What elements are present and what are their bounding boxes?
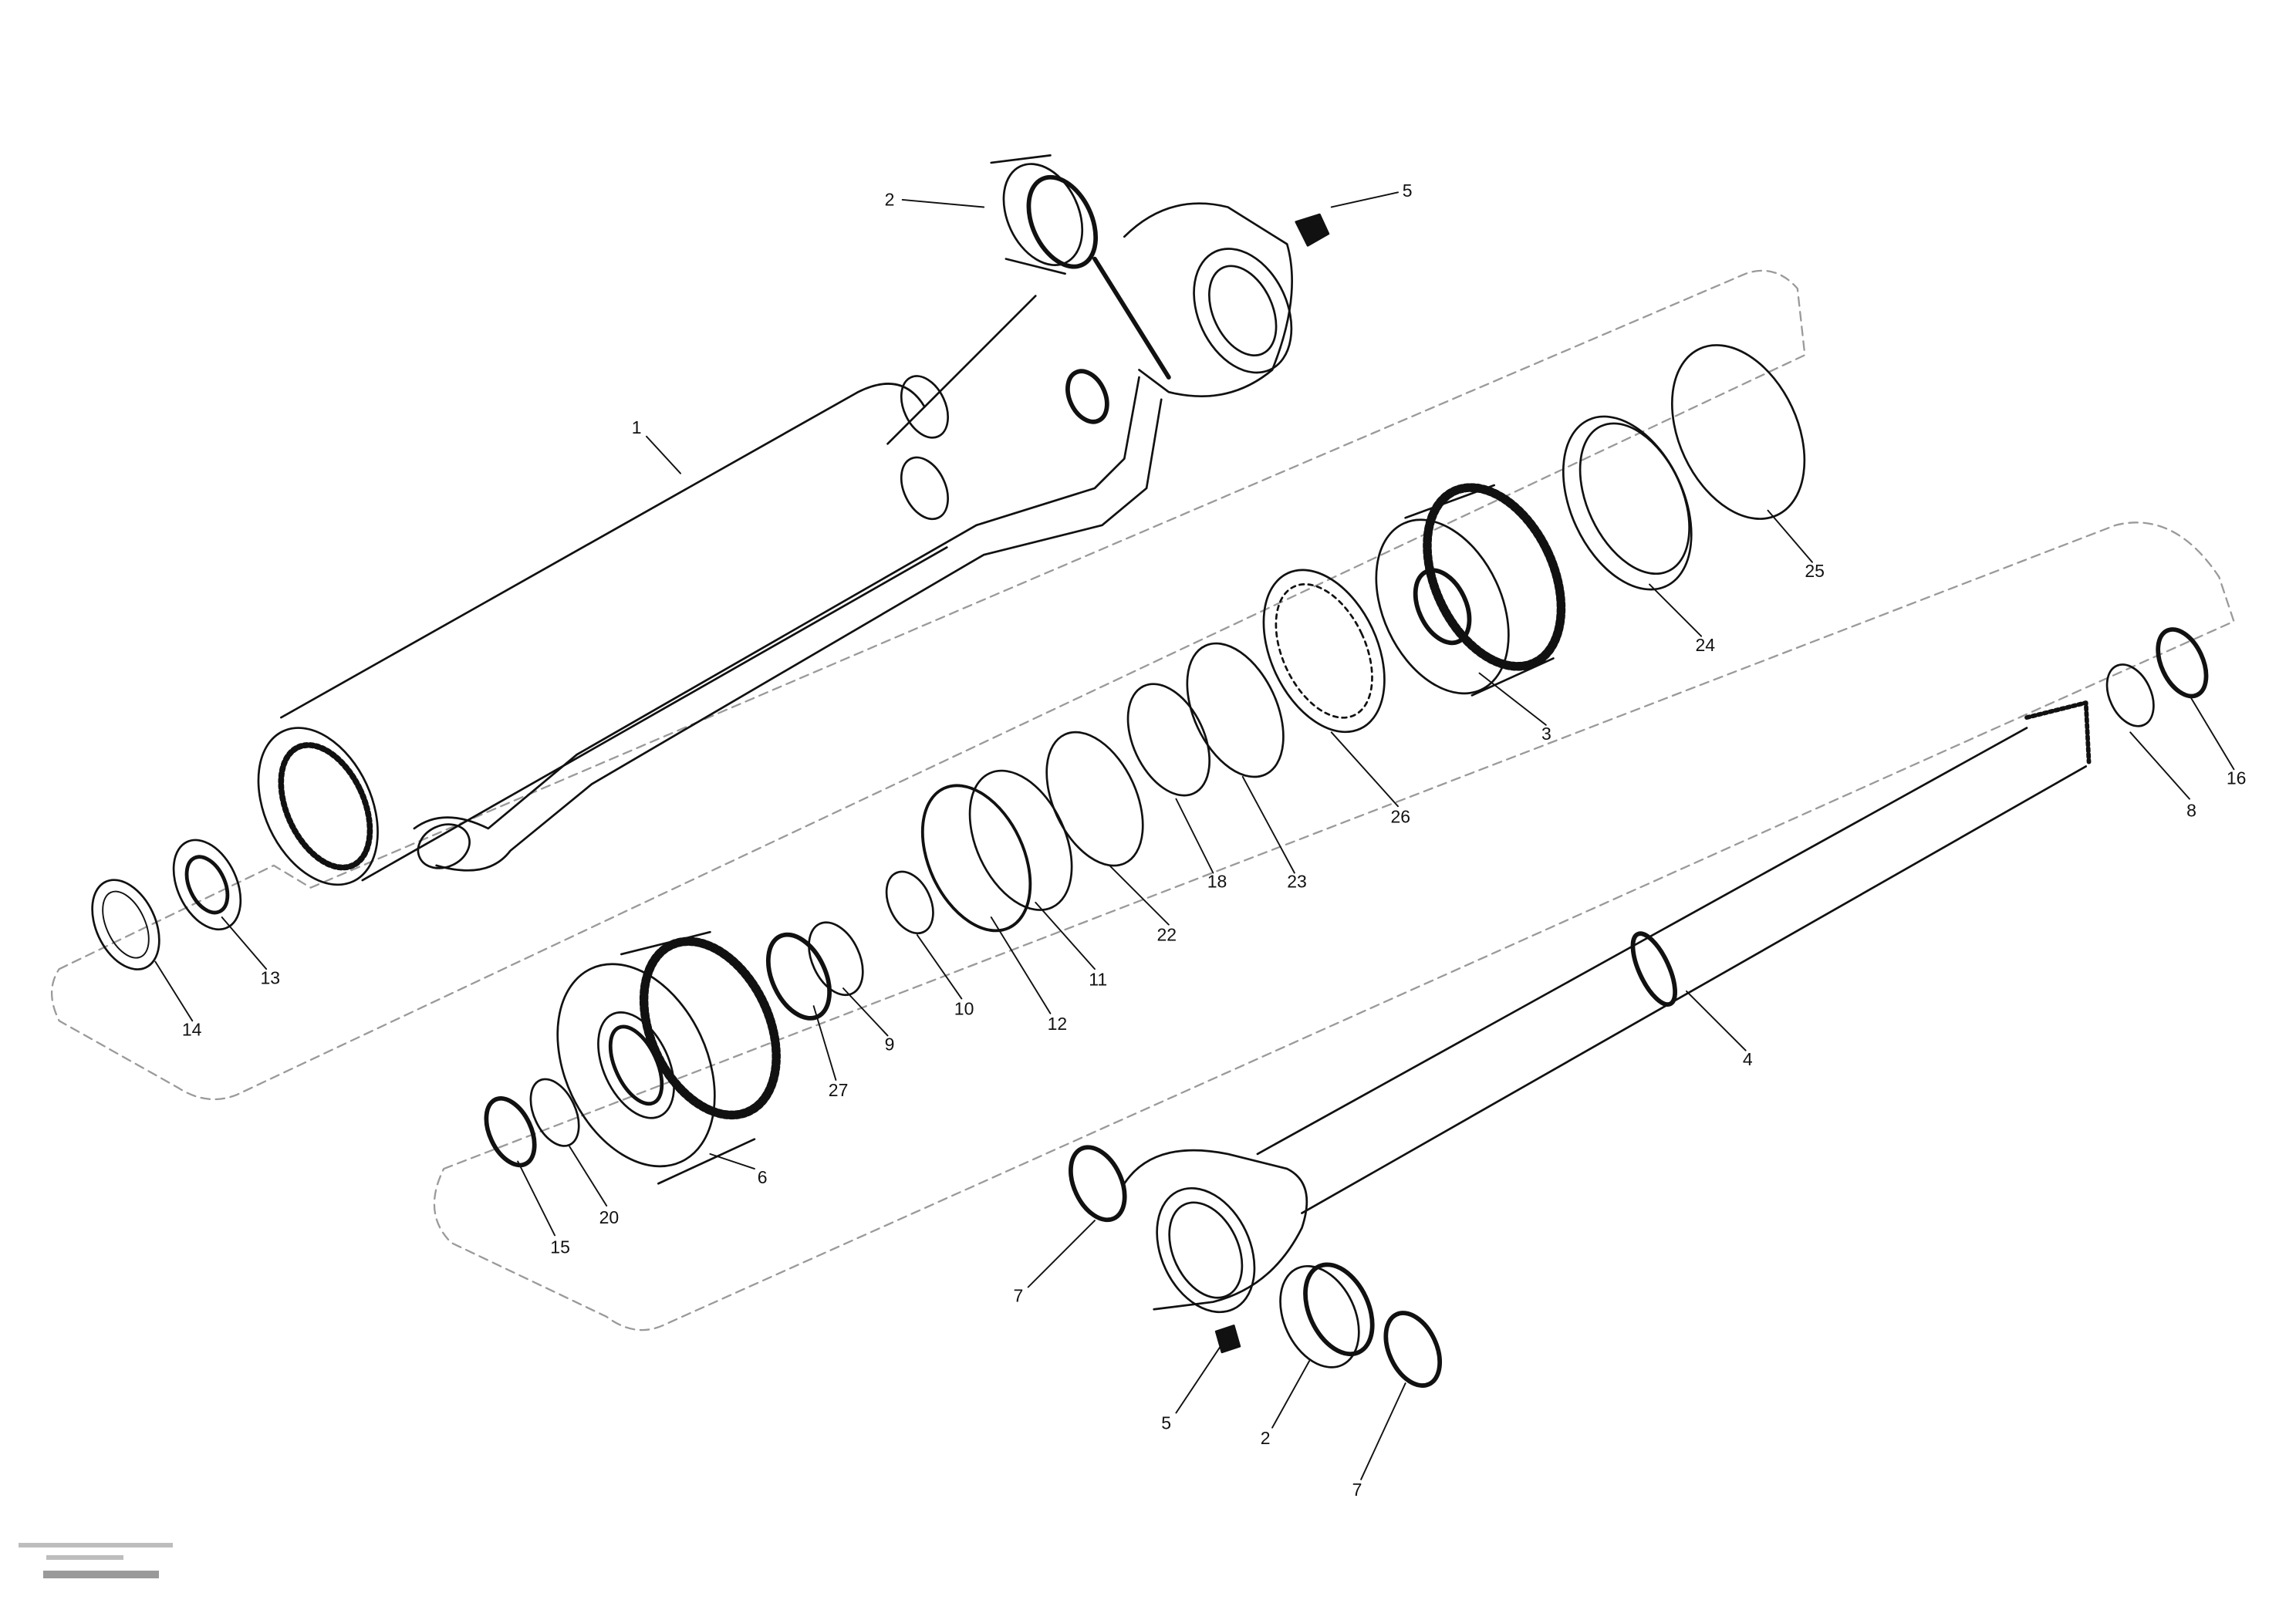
callout-labels: 2 5 1 14 13 15 20 6 27 9 10 12 11 22 18 …	[182, 181, 2247, 1500]
ring-22	[1045, 731, 1144, 867]
ring-15	[484, 1096, 537, 1168]
callout-20: 20	[599, 1207, 620, 1227]
callout-15: 15	[550, 1237, 570, 1257]
rod-guide	[1375, 483, 1566, 697]
ring-18	[1126, 683, 1211, 797]
piston-rod	[1256, 700, 2092, 1214]
callout-9: 9	[885, 1034, 895, 1055]
callout-6: 6	[758, 1167, 768, 1187]
callout-14: 14	[182, 1019, 202, 1039]
callout-24: 24	[1695, 635, 1715, 655]
figure-code-marks	[19, 1543, 173, 1578]
callout-18: 18	[1207, 872, 1227, 892]
callout-3: 3	[1541, 724, 1551, 744]
callout-12: 12	[1048, 1014, 1068, 1034]
callout-13: 13	[260, 967, 280, 987]
ring-16	[2156, 627, 2209, 699]
ring-24	[1562, 415, 1693, 591]
seal-7-right	[1383, 1311, 1443, 1388]
callout-2-bottom: 2	[1261, 1428, 1271, 1448]
callout-7-left: 7	[1014, 1286, 1024, 1306]
callout-27: 27	[829, 1080, 849, 1100]
bushing-top	[990, 154, 1099, 275]
callout-25: 25	[1805, 561, 1825, 581]
callout-1: 1	[632, 417, 642, 437]
callout-5-top: 5	[1403, 181, 1413, 201]
callout-10: 10	[954, 999, 974, 1019]
ring-23	[1186, 642, 1285, 778]
ring-13	[172, 839, 242, 931]
seal-14	[91, 879, 160, 970]
bushing-bottom	[1279, 1264, 1360, 1369]
piston	[556, 930, 781, 1185]
callout-4: 4	[1743, 1049, 1753, 1069]
callout-2: 2	[885, 190, 895, 210]
rod-eye	[1123, 1149, 1308, 1314]
ring-26	[1262, 569, 1386, 734]
grease-nipple-top	[1295, 213, 1330, 247]
ring-25	[1670, 344, 1806, 520]
grease-nipple-bottom	[1214, 1325, 1241, 1354]
callout-5-bottom: 5	[1161, 1413, 1171, 1433]
kit-frame-cylinder	[51, 269, 1806, 1101]
callout-22: 22	[1157, 925, 1177, 945]
cushion-ring-12	[920, 784, 1032, 933]
nut-9	[808, 921, 864, 997]
callout-23: 23	[1287, 872, 1307, 892]
ring-20	[529, 1078, 580, 1147]
callout-8: 8	[2186, 801, 2196, 821]
ring-8	[2105, 663, 2155, 727]
callout-7-right: 7	[1352, 1480, 1362, 1500]
ring-10	[885, 870, 934, 935]
cylinder-tube	[257, 295, 1163, 886]
callout-11: 11	[1089, 969, 1107, 989]
kit-frame-piston	[433, 521, 2235, 1331]
cylinder-head-eye	[1092, 202, 1293, 398]
seal-7-left	[1069, 1145, 1127, 1223]
callout-26: 26	[1390, 806, 1410, 826]
callout-16: 16	[2227, 768, 2247, 788]
